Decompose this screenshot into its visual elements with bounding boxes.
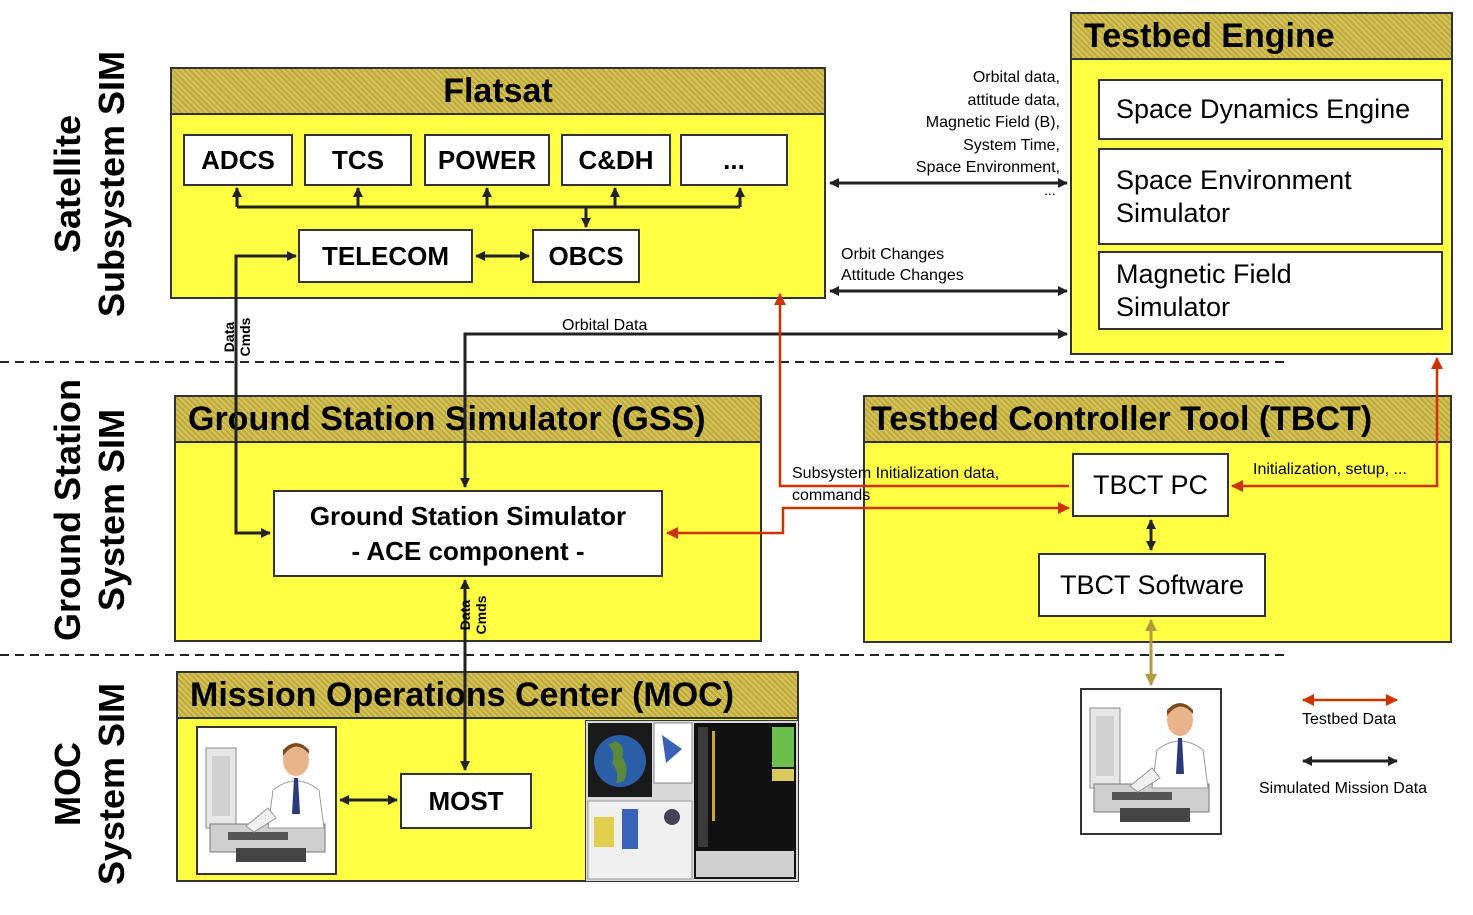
subsystem-init-label-2: commands	[792, 487, 871, 504]
magnetic-field-simulator-box[interactable]: Magnetic Field Simulator	[1098, 251, 1443, 330]
subsystem-tcs[interactable]: TCS	[304, 134, 412, 186]
most-data-label: Data	[457, 599, 473, 631]
orbital-data-label: Orbital Data	[562, 317, 648, 334]
init-setup-label: Initialization, setup, ...	[1253, 461, 1407, 478]
telecom-box[interactable]: TELECOM	[298, 229, 473, 283]
flatsat-bus	[232, 187, 745, 261]
subsystem-power[interactable]: POWER	[424, 134, 550, 186]
gss-component-line1: Ground Station Simulator	[309, 500, 627, 531]
tbct-pc-box[interactable]: TBCT PC	[1072, 453, 1229, 517]
magnetic-line2: Simulator	[1116, 291, 1231, 322]
most-cmds-label: Cmds	[473, 595, 489, 635]
space-dynamics-label: Space Dynamics Engine	[1116, 94, 1411, 124]
engine-data-line-5: Space Environment,	[915, 159, 1060, 176]
magnetic-line1: Magnetic Field	[1116, 258, 1292, 289]
space-environment-simulator-box[interactable]: Space Environment Simulator	[1098, 148, 1443, 245]
moc-title: Mission Operations Center (MOC)	[178, 673, 797, 719]
engine-data-line-1: Orbital data,	[972, 69, 1060, 86]
arrow-gss-orbital-data	[460, 329, 1068, 488]
engine-data-line-4: System Time,	[963, 136, 1060, 154]
telecom-cmds-label: Cmds	[237, 317, 253, 357]
legend-testbed-data-label: Testbed Data	[1302, 711, 1397, 728]
orbit-changes-label: Orbit Changes	[841, 246, 945, 263]
engine-data-line-2: attitude data,	[967, 91, 1060, 109]
obcs-box[interactable]: OBCS	[532, 229, 640, 283]
space-env-line2: Simulator	[1116, 197, 1231, 228]
gss-component-line2: - ACE component -	[351, 535, 585, 566]
engine-data-annotation: Orbital data, attitude data, Magnetic Fi…	[860, 67, 1060, 180]
flatsat-title: Flatsat	[172, 69, 824, 115]
engine-data-line-3: Magnetic Field (B),	[925, 114, 1060, 131]
testbed-data-arrows	[666, 293, 1443, 539]
subsystem-cdh[interactable]: C&DH	[561, 134, 671, 186]
tbct-operator-image	[1080, 688, 1222, 835]
space-env-line1: Space Environment	[1116, 164, 1352, 195]
arrow-telecom-gss	[234, 251, 297, 538]
subsystem-adcs[interactable]: ADCS	[183, 134, 293, 186]
engine-data-line-6: ...	[1044, 182, 1056, 198]
most-box[interactable]: MOST	[400, 773, 532, 829]
tbct-software-box[interactable]: TBCT Software	[1038, 553, 1266, 617]
attitude-changes-label: Attitude Changes	[841, 267, 964, 284]
most-data-cmds-label: Data Cmds	[457, 582, 489, 648]
subsystem-more[interactable]: ...	[680, 134, 788, 186]
moc-operator-image	[196, 726, 337, 875]
legend-mission-data-label: Simulated Mission Data	[1259, 780, 1428, 797]
telecom-data-cmds-label: Data Cmds	[221, 309, 253, 365]
space-dynamics-engine-box[interactable]: Space Dynamics Engine	[1098, 79, 1443, 140]
most-screenshot-image	[585, 720, 799, 882]
telecom-data-label: Data	[221, 321, 237, 353]
testbed-engine-title: Testbed Engine	[1072, 14, 1451, 60]
subsystem-init-label-1: Subsystem Initialization data,	[792, 465, 1000, 482]
